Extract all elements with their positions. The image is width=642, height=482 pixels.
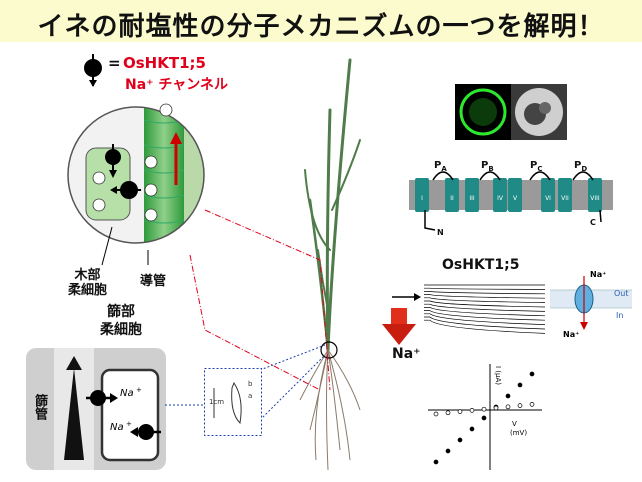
channel-na-top: Na⁺: [590, 270, 607, 279]
leaf-b-label: b: [248, 380, 253, 388]
scale-label: 1cm: [209, 398, 225, 406]
tm-label: VII: [561, 195, 569, 202]
svg-text:+: +: [136, 386, 142, 394]
xylem-vessel-label: 導管: [140, 274, 167, 289]
iv-point: [445, 410, 451, 416]
xylem-parenchyma-label: 木部柔細胞: [68, 268, 108, 298]
leaf-scale-inset: [204, 368, 262, 436]
svg-text:Na: Na: [110, 422, 124, 433]
iv-point: [505, 404, 511, 410]
phloem-vessel-label: 篩管: [32, 394, 47, 420]
p-c-label: PC: [530, 160, 543, 173]
c-term-label: C: [590, 218, 596, 227]
tm-label: V: [513, 195, 518, 202]
oshkt-trace-label: OsHKT1;5: [442, 257, 520, 273]
current-trace: [424, 303, 546, 312]
iv-point: [493, 405, 499, 411]
iv-point: [505, 393, 511, 399]
iv-point: [469, 408, 475, 413]
iv-curve-plot: [428, 364, 542, 470]
tm-label: VI: [545, 195, 551, 202]
iv-point: [529, 402, 535, 407]
legend-name: OsHKT1;5: [123, 54, 206, 72]
iv-point: [529, 371, 535, 377]
iv-point: [445, 448, 451, 454]
iv-x-label: V: [512, 420, 517, 428]
tm-label: III: [469, 195, 475, 202]
current-trace: [424, 287, 546, 290]
iv-point: [457, 409, 463, 414]
iv-point: [481, 415, 487, 421]
iv-x-unit: (mV): [510, 429, 528, 437]
tm-helix: [508, 178, 522, 212]
iv-point: [469, 426, 475, 432]
iv-point: [457, 437, 463, 443]
label-pointer-lines: [101, 226, 149, 266]
svg-text:Na: Na: [120, 388, 134, 399]
in-label: In: [616, 311, 624, 320]
iv-point: [517, 403, 523, 408]
current-trace: [424, 316, 546, 330]
p-a-label: PA: [434, 160, 447, 173]
channel-membrane-schematic: [550, 276, 632, 330]
p-b-label: PB: [481, 160, 494, 173]
tm-label: VIII: [590, 195, 600, 202]
current-trace: [424, 294, 546, 299]
channel-legend-icon: [84, 54, 102, 87]
tm-helix: [415, 178, 429, 212]
current-trace: [424, 310, 546, 321]
svg-text:+: +: [126, 420, 132, 428]
n-term-label: N: [437, 228, 444, 237]
tm-helix: [465, 178, 479, 212]
current-trace: [424, 319, 546, 334]
title-bar: [0, 0, 642, 42]
leaf-a-label: a: [248, 392, 253, 400]
na-efflux-arrow-icon: [382, 308, 416, 345]
xylem-magnified-diagram: [67, 103, 205, 244]
iv-y-label: I (μA): [494, 366, 502, 385]
tm-label: II: [450, 195, 454, 202]
microscopy-images: [455, 84, 567, 140]
current-trace: [424, 313, 546, 325]
p-d-label: PD: [574, 160, 588, 173]
out-label: Out: [614, 289, 629, 298]
na-out-label: Na⁺: [392, 346, 421, 362]
iv-point: [433, 459, 439, 465]
page-title: イネの耐塩性の分子メカニズムの一つを解明！: [37, 12, 605, 42]
tm-label: I: [421, 195, 423, 202]
tm-helix: [588, 178, 602, 212]
phloem-cell-diagram: Na+ Na+: [26, 348, 166, 470]
current-trace: [424, 300, 546, 308]
current-trace: [424, 297, 546, 303]
iv-point: [517, 382, 523, 388]
legend-desc: Na⁺ チャンネル: [125, 77, 229, 93]
rice-plant-illustration: [299, 58, 361, 471]
tm-helix: [558, 178, 572, 212]
tm-helix: [493, 178, 507, 212]
current-traces: [392, 284, 546, 334]
tm-helix: [541, 178, 555, 212]
channel-na-bottom: Na⁺: [563, 330, 580, 339]
iv-point: [481, 406, 487, 412]
tm-helix: [445, 178, 459, 212]
legend-eq: =: [108, 54, 121, 72]
current-trace: [424, 291, 546, 295]
current-trace: [424, 307, 546, 317]
phloem-parenchyma-label: 篩部柔細胞: [100, 304, 142, 338]
iv-point: [433, 411, 439, 417]
tm-label: IV: [497, 195, 504, 202]
